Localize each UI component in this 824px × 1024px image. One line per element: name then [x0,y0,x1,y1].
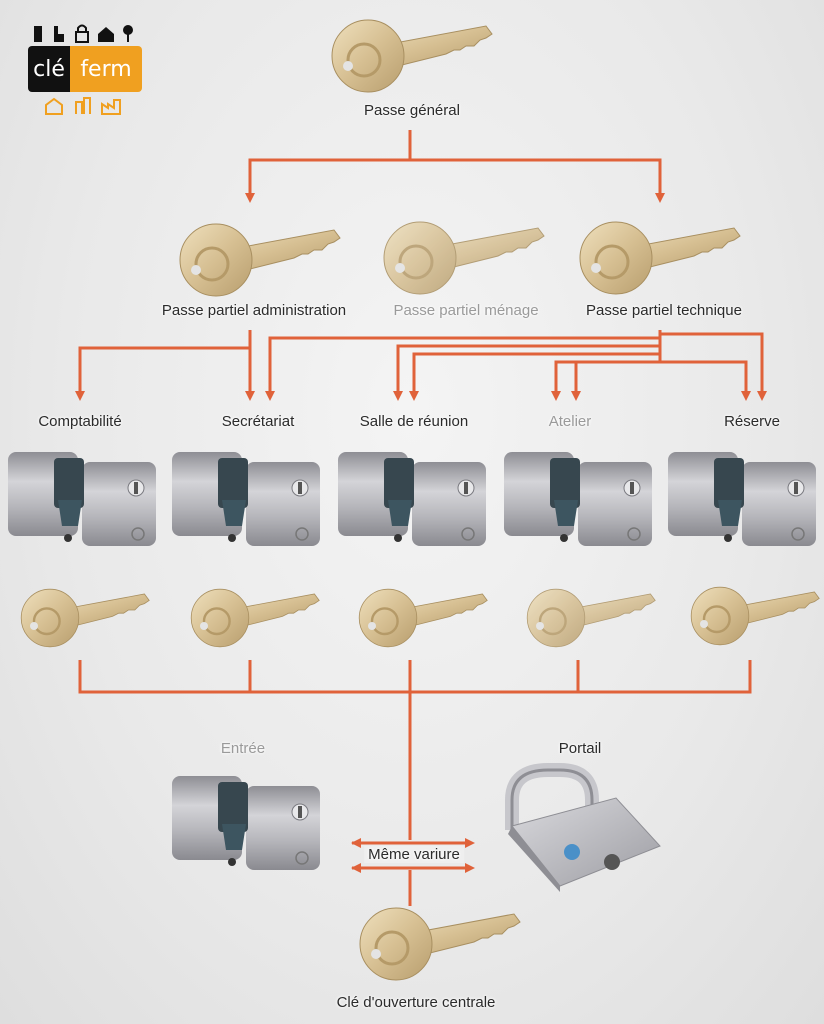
label-atelier: Atelier [548,413,592,430]
key-secretariat [189,588,321,648]
label-comptabilite: Comptabilité [38,413,122,430]
label-meme-variure: Même variure [364,846,464,863]
arrow-tech-reserve [658,330,767,401]
key-partiel-admin [178,222,342,298]
label-secretariat: Secrétariat [221,413,295,430]
house-icon [45,97,63,115]
key-icon [123,25,133,35]
cylinder-reserve [667,451,817,547]
cleferm-logo: clé ferm [28,22,142,118]
key-passe-general [330,18,494,94]
label-cle-centrale: Clé d'ouverture centrale [336,994,496,1011]
label-salle-reunion: Salle de réunion [359,413,469,430]
label-reserve: Réserve [724,413,780,430]
lock-icon [75,24,89,43]
label-entree: Entrée [220,740,266,757]
logo-bottom-icons [45,97,121,115]
label-partiel-admin: Passe partiel administration [161,302,347,319]
key-partiel-technique [578,220,742,296]
label-partiel-menage: Passe partiel ménage [393,302,539,319]
key-comptabilite [19,588,151,648]
key-salle-reunion [358,588,489,648]
key-partiel-menage [382,220,546,296]
building-icon [34,26,42,42]
arrow-admin-comptabilite [75,330,252,401]
logo-part1: clé [28,46,70,92]
arrow-tech-salle [393,338,662,401]
arrow-tech-salle-2 [409,346,662,401]
arrow-tech-atelier-2 [571,360,660,401]
label-portail: Portail [558,740,602,757]
cylinder-secretariat [171,451,321,547]
padlock-portail [505,763,661,892]
cylinder-salle-reunion [337,451,487,547]
cylinder-comptabilite [7,451,157,547]
house-hand-icon [98,27,114,42]
arrow-tech-reserve-2 [660,360,751,401]
key-cle-centrale [358,906,522,982]
key-atelier [526,588,657,648]
bracket-line [78,660,752,694]
label-partiel-technique: Passe partiel technique [586,302,742,319]
city-icon [75,97,91,114]
arrow-master-technique [410,158,665,203]
logo-part2: ferm [70,46,142,92]
cylinder-atelier [503,451,653,547]
arrow-master-admin [245,130,412,203]
logo-icons-row [34,24,133,43]
factory-icon [101,99,121,115]
label-passe-general: Passe général [364,102,460,119]
tool-icon [54,26,64,42]
logo-wordmark: clé ferm [28,46,142,92]
cylinder-entree [171,775,321,871]
key-reserve [690,586,821,646]
